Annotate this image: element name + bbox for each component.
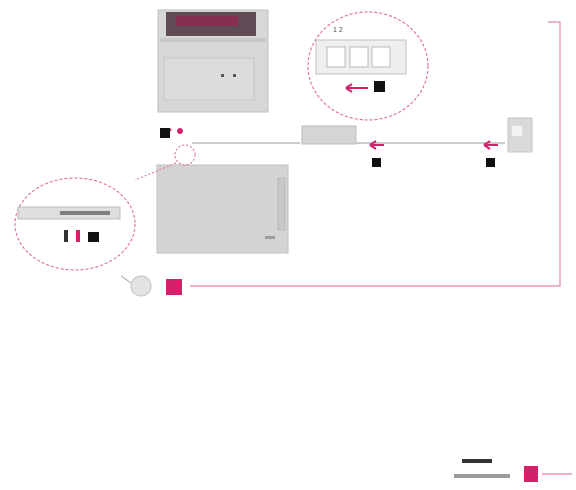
printer-icon — [157, 9, 269, 113]
power-button-icon — [120, 275, 152, 297]
connector-callout-point — [174, 144, 196, 166]
ports-callout: 1 2 — [307, 11, 429, 121]
plug-marker-right — [483, 140, 498, 167]
ports-callout-label: 1 2 — [333, 27, 343, 34]
cable-tie-icon — [454, 459, 572, 482]
printer-body — [156, 164, 289, 254]
power-adapter-icon — [301, 125, 357, 145]
wall-outlet-icon — [507, 117, 533, 153]
right-guide-line — [190, 21, 561, 287]
callout-link-line — [134, 162, 177, 181]
plug-marker-left — [160, 128, 183, 138]
power-button-accent — [166, 279, 182, 295]
power-button-callout — [14, 177, 136, 271]
plug-marker-middle — [369, 140, 384, 167]
